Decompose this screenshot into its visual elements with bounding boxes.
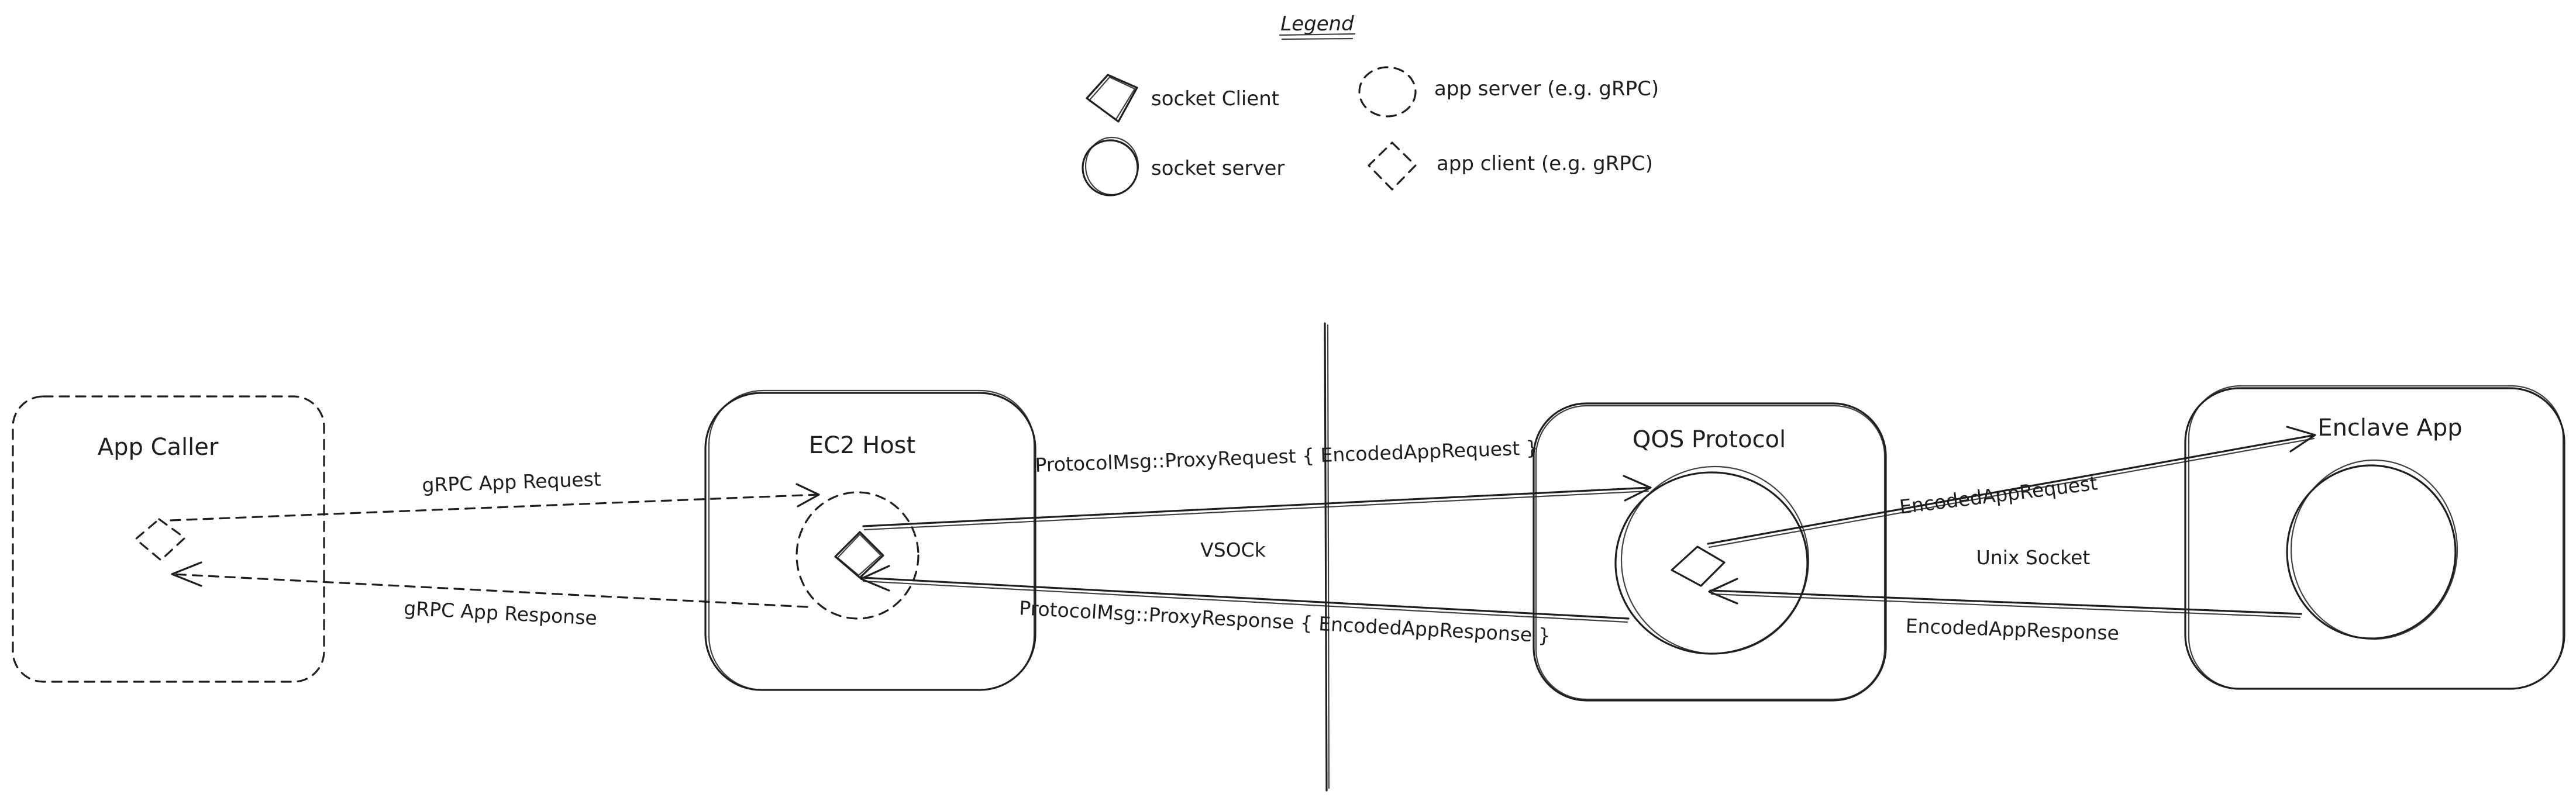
app-client-icon bbox=[1368, 141, 1417, 191]
label-encoded-app-request: EncodedAppRequest bbox=[1898, 471, 2099, 518]
enclave-socket-server-icon bbox=[2286, 464, 2457, 640]
qos-protocol-title: QOS Protocol bbox=[1633, 426, 1786, 453]
trust-boundary-line bbox=[1324, 322, 1330, 792]
socket-client-icon-sketch bbox=[1088, 76, 1136, 120]
legend-label-app-server: app server (e.g. gRPC) bbox=[1434, 77, 1659, 101]
ec2-app-server-icon bbox=[795, 491, 919, 620]
enclave-app-box-sketch bbox=[2188, 385, 2564, 690]
label-unix-socket: Unix Socket bbox=[1976, 546, 2091, 569]
edge-proxy-request: ProtocolMsg::ProxyRequest { EncodedAppRe… bbox=[862, 436, 1652, 531]
legend: Legend socket Client socket server app s… bbox=[1082, 12, 1659, 196]
enclave-app-title: Enclave App bbox=[2317, 415, 2462, 441]
enclave-socket-server-icon-sketch bbox=[2290, 459, 2458, 640]
qos-protocol-box-sketch bbox=[1535, 405, 1886, 700]
qos-socket-client-icon bbox=[1671, 545, 1726, 587]
socket-server-icon-sketch bbox=[1084, 136, 1139, 196]
edge-grpc-app-request: gRPC App Request bbox=[170, 468, 820, 522]
ec2-host-title: EC2 Host bbox=[809, 432, 915, 459]
legend-item-app-client: app client (e.g. gRPC) bbox=[1368, 141, 1653, 191]
legend-item-socket-server: socket server bbox=[1082, 136, 1284, 196]
legend-title: Legend bbox=[1280, 12, 1354, 36]
legend-item-app-server: app server (e.g. gRPC) bbox=[1358, 66, 1659, 118]
app-caller-title: App Caller bbox=[98, 434, 219, 461]
label-proxy-request: ProtocolMsg::ProxyRequest { EncodedAppRe… bbox=[1035, 436, 1538, 477]
ec2-host-box-sketch bbox=[708, 389, 1035, 691]
qos-protocol-box bbox=[1532, 402, 1887, 702]
label-vsock: VSOCk bbox=[1200, 538, 1266, 561]
legend-label-app-client: app client (e.g. gRPC) bbox=[1437, 152, 1653, 175]
app-caller-box bbox=[12, 395, 325, 683]
edge-encoded-app-request: EncodedAppRequest bbox=[1707, 426, 2316, 548]
edge-encoded-app-response: EncodedAppResponse bbox=[1708, 578, 2302, 645]
node-app-caller: App Caller bbox=[12, 395, 325, 683]
label-grpc-app-response: gRPC App Response bbox=[403, 596, 597, 629]
app-server-icon bbox=[1358, 66, 1417, 118]
edge-grpc-app-response: gRPC App Response bbox=[171, 561, 808, 630]
node-enclave-app: Enclave App bbox=[2184, 385, 2565, 690]
qos-socket-server-icon-sketch bbox=[1620, 465, 1810, 655]
legend-label-socket-client: socket Client bbox=[1151, 87, 1279, 111]
ec2-socket-client-icon-sketch bbox=[836, 533, 882, 576]
label-encoded-app-response: EncodedAppResponse bbox=[1905, 614, 2119, 645]
node-qos-protocol: QOS Protocol bbox=[1532, 402, 1887, 702]
node-ec2-host: EC2 Host bbox=[704, 389, 1036, 691]
legend-title-underline bbox=[1279, 33, 1356, 40]
app-caller-client-icon bbox=[135, 518, 186, 561]
label-grpc-app-request: gRPC App Request bbox=[422, 468, 602, 497]
edge-proxy-response: ProtocolMsg::ProxyResponse { EncodedAppR… bbox=[860, 565, 1630, 647]
legend-item-socket-client: socket Client bbox=[1086, 74, 1279, 123]
legend-label-socket-server: socket server bbox=[1151, 157, 1284, 180]
ec2-socket-client-icon bbox=[834, 531, 884, 579]
